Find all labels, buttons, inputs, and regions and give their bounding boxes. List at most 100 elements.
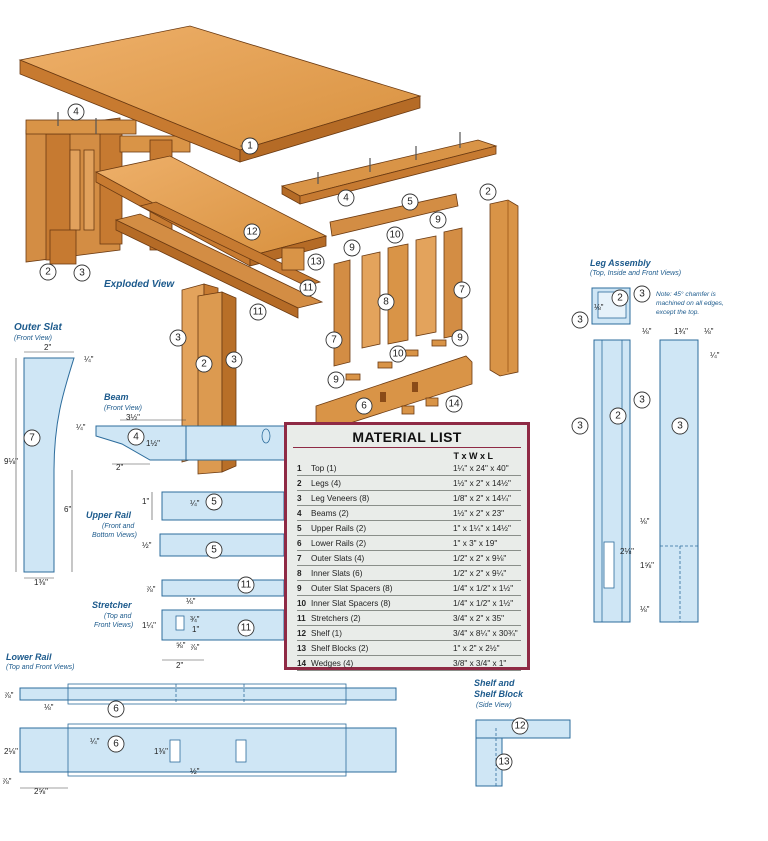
beam-drawing: Beam (Front View) 3½" ¼" 1½" 2" 4 <box>76 392 291 472</box>
svg-text:2⅛": 2⅛" <box>4 747 18 756</box>
stretcher-subtitle-1: (Top and <box>104 613 132 620</box>
svg-text:⅞": ⅞" <box>146 585 156 594</box>
material-number: 7 <box>297 553 302 563</box>
svg-text:3: 3 <box>231 355 237 366</box>
svg-text:13: 13 <box>310 257 322 268</box>
svg-text:6": 6" <box>64 505 71 514</box>
svg-text:3½": 3½" <box>126 413 140 422</box>
beam-subtitle: (Front View) <box>104 405 142 412</box>
svg-text:2": 2" <box>176 661 183 670</box>
svg-text:¼": ¼" <box>90 737 100 746</box>
material-part: Shelf Blocks (2) <box>311 643 369 653</box>
svg-text:2: 2 <box>45 267 51 278</box>
shelf-block-title: Shelf and <box>474 678 515 688</box>
material-part: Shelf (1) <box>311 628 342 638</box>
svg-text:¼": ¼" <box>710 351 720 360</box>
material-number: 13 <box>297 643 307 653</box>
svg-text:11: 11 <box>241 623 252 634</box>
svg-text:7: 7 <box>331 335 337 346</box>
svg-text:6: 6 <box>113 704 119 715</box>
material-part: Inner Slat Spacers (8) <box>311 598 391 608</box>
exploded-view-title: Exploded View <box>104 279 175 290</box>
svg-text:9: 9 <box>435 215 441 226</box>
lower-rail-part <box>315 355 473 433</box>
svg-text:9: 9 <box>333 375 339 386</box>
svg-text:8: 8 <box>383 297 389 308</box>
svg-text:⅛": ⅛" <box>704 327 714 336</box>
material-number: 4 <box>297 508 302 518</box>
material-dims: 1/8" x 2" x 14¼" <box>453 493 511 503</box>
material-part: Lower Rails (2) <box>311 538 367 548</box>
svg-text:11: 11 <box>241 580 252 591</box>
material-part: Top (1) <box>311 463 337 473</box>
svg-text:11: 11 <box>303 283 314 294</box>
material-part: Wedges (4) <box>311 658 354 668</box>
svg-text:3: 3 <box>639 395 645 406</box>
svg-text:1": 1" <box>142 497 149 506</box>
svg-text:9: 9 <box>457 333 463 344</box>
svg-text:3: 3 <box>639 289 645 300</box>
stretcher-title: Stretcher <box>92 600 132 610</box>
material-dims: 3/4" x 2" x 35" <box>453 613 505 623</box>
material-part: Inner Slats (6) <box>311 568 363 578</box>
svg-text:4: 4 <box>133 432 139 443</box>
material-number: 3 <box>297 493 302 503</box>
material-dims: 1½" x 2" x 14½" <box>453 478 511 488</box>
lower-rail-title: Lower Rail <box>6 652 52 662</box>
svg-text:½": ½" <box>190 767 200 776</box>
svg-text:1: 1 <box>247 141 253 152</box>
material-list-header: T x W x L <box>453 451 493 461</box>
svg-text:¼": ¼" <box>84 355 94 364</box>
right-leg <box>489 199 519 377</box>
svg-text:⅛": ⅛" <box>640 517 650 526</box>
stretcher-drawing: Stretcher (Top and Front Views) ⅞" ⅛" ¾"… <box>92 576 285 670</box>
material-number: 14 <box>297 658 307 668</box>
svg-text:1¼": 1¼" <box>142 621 156 630</box>
material-dims: 1½" x 2" x 23" <box>453 508 505 518</box>
upper-rail-subtitle-2: Bottom Views) <box>92 532 137 539</box>
material-row: 3 Leg Veneers (8) 1/8" x 2" x 14¼" <box>297 491 521 506</box>
leg-assembly-note-2: machined on all edges, <box>656 300 724 307</box>
svg-text:⅞": ⅞" <box>190 643 200 652</box>
svg-text:12: 12 <box>246 227 258 238</box>
outer-slat-drawing: Outer Slat (Front View) 2" ¼" 9⅛" 6" 1⅜"… <box>4 322 94 587</box>
svg-text:5: 5 <box>211 497 217 508</box>
material-part: Stretchers (2) <box>311 613 361 623</box>
svg-text:⅛": ⅛" <box>640 605 650 614</box>
material-part: Outer Slat Spacers (8) <box>311 583 393 593</box>
svg-text:1": 1" <box>192 625 199 634</box>
material-part: Leg Veneers (8) <box>311 493 370 503</box>
exploded-callouts: 1 4 2 3 12 13 11 11 3 2 3 4 5 2 9 10 9 8… <box>39 103 497 415</box>
svg-text:3: 3 <box>79 268 85 279</box>
svg-text:1⅝": 1⅝" <box>640 561 654 570</box>
svg-text:6: 6 <box>113 739 119 750</box>
svg-text:⅛": ⅛" <box>642 327 652 336</box>
svg-text:4: 4 <box>343 193 349 204</box>
svg-text:5: 5 <box>407 197 413 208</box>
svg-text:1½": 1½" <box>146 439 160 448</box>
svg-text:3: 3 <box>175 333 181 344</box>
beam-part <box>280 139 498 197</box>
material-part: Upper Rails (2) <box>311 523 367 533</box>
svg-text:5: 5 <box>211 545 217 556</box>
material-number: 10 <box>297 598 307 608</box>
svg-text:10: 10 <box>389 230 401 241</box>
material-dims: 1¼" x 24" x 40" <box>453 463 509 473</box>
svg-text:10: 10 <box>392 349 404 360</box>
outer-slat-title: Outer Slat <box>14 322 62 333</box>
svg-text:2: 2 <box>201 359 207 370</box>
exploded-view: Exploded View 1 4 2 3 12 13 11 11 3 2 3 … <box>18 25 519 475</box>
svg-text:⅞": ⅞" <box>4 691 14 700</box>
svg-text:⅛": ⅛" <box>44 703 54 712</box>
svg-text:3: 3 <box>677 421 683 432</box>
svg-text:¼": ¼" <box>190 499 200 508</box>
